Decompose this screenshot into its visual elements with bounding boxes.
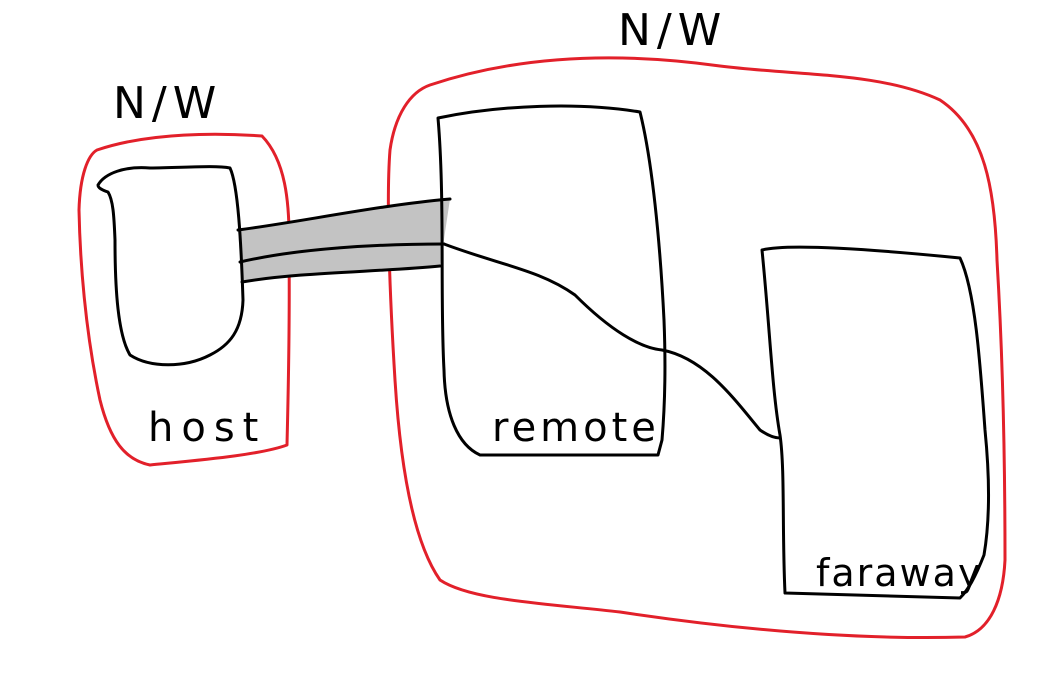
left-network-label: N/W [113, 78, 222, 129]
faraway-label: faraway [816, 551, 982, 595]
right-network-label: N/W [618, 5, 727, 56]
tunnel-top-edge [236, 197, 452, 232]
right-network-boundary [386, 56, 1007, 640]
remote-machine-box [436, 104, 667, 457]
tunnel-middle-line [238, 242, 446, 264]
left-network-boundary [77, 132, 291, 467]
faraway-machine-box [760, 245, 991, 600]
remote-label: remote [492, 405, 660, 451]
host-label: host [148, 405, 266, 451]
remote-to-faraway-connection [442, 242, 782, 440]
host-machine-box [96, 165, 245, 367]
tunnel-band [238, 199, 450, 282]
tunnel-bottom-edge [240, 264, 442, 284]
